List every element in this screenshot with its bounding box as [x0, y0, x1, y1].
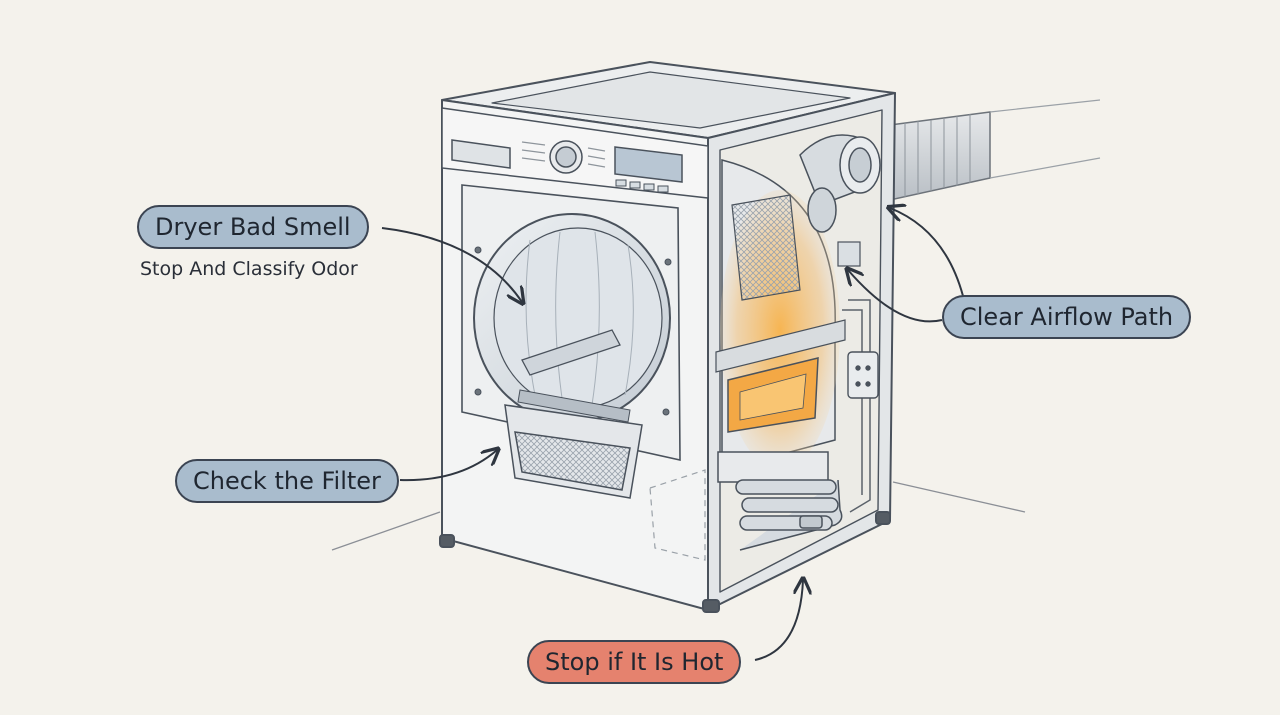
floor-lines — [331, 481, 1026, 551]
arrow-to-base — [754, 580, 803, 661]
airflow-label: Clear Airflow Path — [960, 303, 1174, 331]
drum-side-view — [715, 159, 846, 471]
callout-arrows — [381, 208, 964, 661]
heating-element — [717, 451, 843, 551]
base-cavity-outline — [649, 469, 706, 561]
door-and-drum — [461, 184, 681, 461]
filter-pill: Check the Filter — [175, 459, 399, 503]
wiring — [842, 299, 871, 513]
arrow-to-filter — [399, 450, 497, 482]
arrow-to-drum — [381, 227, 522, 302]
airflow-pill: Clear Airflow Path — [942, 295, 1192, 339]
arrow-to-blower — [890, 208, 964, 297]
wall-outlet-icon — [847, 351, 879, 399]
subtitle: Stop And Classify Odor — [140, 258, 358, 280]
title-pill: Dryer Bad Smell — [137, 205, 369, 249]
blower-fan — [799, 134, 881, 267]
exhaust-duct — [889, 99, 1101, 201]
filter-label: Check the Filter — [193, 467, 381, 495]
control-panel — [441, 107, 709, 199]
hot-warning-label: Stop if It Is Hot — [545, 648, 724, 676]
arrow-to-heater — [848, 270, 943, 323]
hot-warning-pill: Stop if It Is Hot — [527, 640, 742, 684]
lint-filter — [504, 404, 643, 499]
title-label: Dryer Bad Smell — [155, 213, 351, 241]
